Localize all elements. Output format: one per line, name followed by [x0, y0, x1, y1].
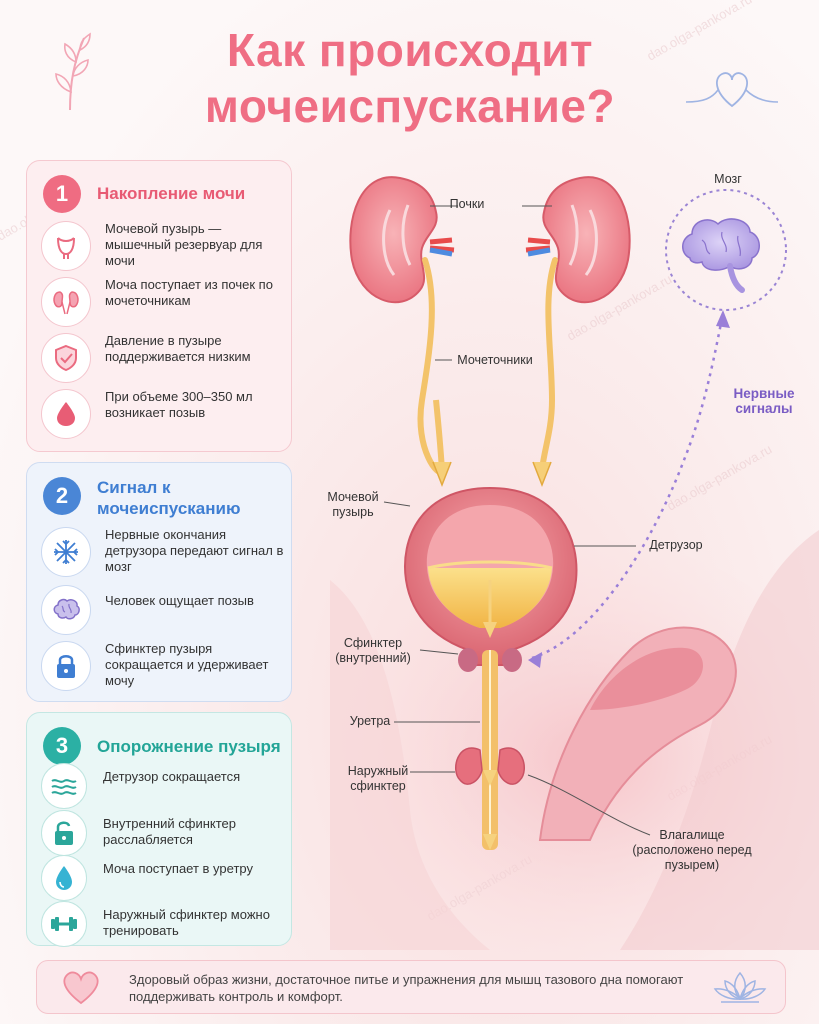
list-item: Наружный сфинктер можно тренировать: [41, 901, 285, 951]
urinary-system-diagram: [330, 176, 819, 960]
ureter-arrow-right: [532, 461, 552, 488]
nerve-icon: [41, 527, 91, 577]
section-title: Опорожнение пузыря: [97, 737, 281, 756]
section-title: Накопление мочи: [97, 184, 246, 203]
external-sphincter-label: Наружный сфинктер: [347, 764, 409, 793]
brain-circle: [665, 189, 787, 311]
item-text: Давление в пузыре поддерживается низким: [105, 333, 251, 364]
dumbbell-icon: [41, 901, 87, 947]
section-emptying: 3 Опорожнение пузыря Детрузор сокращаетс…: [26, 712, 292, 947]
section-title: Сигнал к мочеиспусканию: [97, 478, 241, 518]
unlock-icon: [41, 810, 87, 856]
drop-icon: [41, 389, 91, 439]
urethra-arrowhead: [483, 834, 497, 850]
item-text: Моча поступает из почек по мочеточникам: [105, 277, 273, 308]
heart-line-icon: [685, 72, 779, 108]
list-item: Мочевой пузырь — мышечный резервуар для …: [41, 221, 285, 271]
list-item: Сфинктер пузыря сокращается и удерживает…: [41, 641, 285, 691]
list-item: Детрузор сокращается: [41, 763, 285, 813]
brain-icon: [41, 585, 91, 635]
section-number: 3: [43, 727, 81, 765]
section-signal: 2 Сигнал к мочеиспусканию Нервные оконча…: [26, 462, 292, 702]
urethra-arrowhead: [483, 770, 497, 786]
section-accumulation: 1 Накопление мочи Мочевой пузырь — мышеч…: [26, 160, 292, 452]
external-sphincter: [497, 747, 525, 785]
heart-icon: [63, 971, 99, 1005]
water-drop-icon: [41, 855, 87, 901]
urethra-label: Уретра: [349, 714, 391, 728]
ureter-arrow-left: [432, 461, 452, 488]
list-item: Человек ощущает позыв: [41, 585, 285, 635]
branch-icon: [55, 32, 91, 111]
pelvic-tissue: [620, 530, 819, 950]
internal-sphincter: [502, 648, 522, 672]
list-item: Внутренний сфинктер расслабляется: [41, 810, 285, 860]
item-text: Внутренний сфинктер расслабляется: [103, 816, 236, 847]
brain-icon: [682, 218, 760, 293]
nerve-signal-arrowhead: [528, 652, 542, 668]
kidneys-icon: [41, 277, 91, 327]
list-item: При объеме 300–350 мл возникает позыв: [41, 389, 285, 439]
kidneys-label: Почки: [449, 197, 485, 211]
lock-icon: [41, 641, 91, 691]
brain-label: Мозг: [714, 172, 742, 186]
footer-banner: Здоровый образ жизни, достаточное питье …: [36, 960, 786, 1014]
item-text: Нервные окончания детрузора передают сиг…: [105, 527, 284, 574]
item-text: Сфинктер пузыря сокращается и удерживает…: [105, 641, 269, 688]
internal-sphincter: [458, 648, 478, 672]
right-kidney: [525, 176, 631, 304]
section-number: 1: [43, 175, 81, 213]
ureters-label: Мочеточники: [457, 353, 533, 367]
section-number: 2: [43, 477, 81, 515]
left-ureter-lower: [433, 399, 445, 471]
list-item: Моча поступает из почек по мочеточникам: [41, 277, 285, 327]
page-title: Как происходит мочеиспускание?: [204, 24, 616, 132]
right-ureter: [539, 257, 558, 473]
shield-check-icon: [41, 333, 91, 383]
item-text: Наружный сфинктер можно тренировать: [103, 907, 270, 938]
item-text: Детрузор сокращается: [103, 769, 241, 784]
list-item: Нервные окончания детрузора передают сиг…: [41, 527, 285, 577]
nerve-signal-path: [531, 317, 724, 660]
detrusor-label: Детрузор: [649, 538, 703, 552]
leader-lines: [383, 205, 651, 836]
waves-icon: [41, 763, 87, 809]
item-text: Мочевой пузырь — мышечный резервуар для …: [105, 221, 263, 268]
bladder-label: Мочевой пузырь: [327, 490, 379, 519]
internal-sphincter-label: Сфинктер (внутренний): [335, 636, 411, 665]
nerve-signals-label: Нервные сигналы: [733, 386, 795, 416]
item-text: При объеме 300–350 мл возникает позыв: [105, 389, 253, 420]
list-item: Давление в пузыре поддерживается низким: [41, 333, 285, 383]
vagina-inner: [590, 647, 704, 710]
urine-flow-arrowhead: [483, 622, 497, 638]
external-sphincter: [455, 747, 483, 785]
footer-text: Здоровый образ жизни, достаточное питье …: [129, 972, 684, 1004]
list-item: Моча поступает в уретру: [41, 855, 285, 905]
bladder-icon: [41, 221, 91, 271]
item-text: Моча поступает в уретру: [103, 861, 253, 876]
lotus-icon: [713, 971, 767, 1003]
vagina-label: Влагалище (расположено перед пузырем): [632, 828, 752, 872]
pelvic-tissue: [330, 580, 490, 950]
left-kidney: [349, 176, 455, 304]
nerve-signal-arrowhead: [716, 310, 730, 328]
item-text: Человек ощущает позыв: [105, 593, 254, 608]
urine-surface: [427, 560, 553, 570]
